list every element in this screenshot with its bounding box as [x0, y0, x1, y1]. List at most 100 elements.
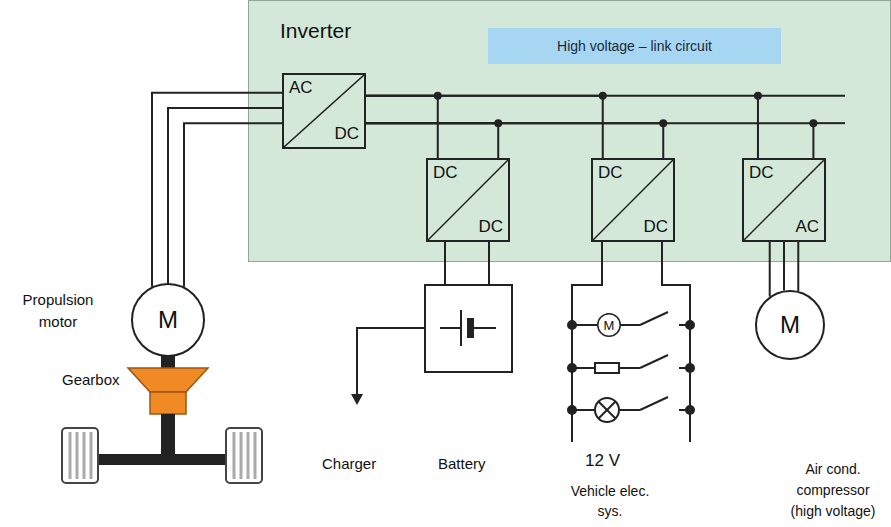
- power-wire: [769, 242, 771, 296]
- bus-line: [813, 122, 845, 124]
- component-label: Battery: [438, 455, 486, 473]
- converter-diagonal: [593, 160, 673, 240]
- label-holder: Air cond. compressor (high voltage): [779, 459, 887, 522]
- junction-dot: [568, 321, 576, 329]
- converter-label: AC: [795, 217, 819, 237]
- converter-diagonal: [284, 75, 364, 147]
- circuit-wire: [619, 367, 640, 369]
- power-wire: [366, 123, 498, 158]
- drivetrain: [62, 356, 262, 483]
- junction-dot: [568, 406, 576, 414]
- switch-symbol: [640, 397, 668, 410]
- component-label: Propulsion motor: [8, 289, 108, 333]
- motor-symbol: M: [597, 313, 621, 337]
- dc-ac-converter: DC AC: [742, 158, 826, 242]
- wheel-tread: [90, 432, 93, 479]
- panel-title: Inverter: [280, 18, 351, 43]
- wheel: [62, 428, 98, 483]
- wheel-tread: [76, 432, 79, 479]
- battery-plate: [468, 319, 473, 337]
- label-holder: Gearbox: [62, 371, 120, 389]
- wheel-tread: [83, 432, 86, 479]
- circuit-wire: [621, 324, 640, 326]
- charger-arrowhead: [351, 394, 363, 405]
- battery-housing: [425, 285, 512, 372]
- battery-group: [351, 241, 512, 405]
- junction-dot: [659, 119, 667, 127]
- component-label: Vehicle elec. sys.: [570, 481, 650, 521]
- switch-symbol: [640, 355, 668, 368]
- charger-line: [357, 328, 425, 396]
- converter-label: DC: [433, 163, 458, 183]
- component-label: Gearbox: [62, 371, 120, 389]
- power-wire: [366, 123, 663, 158]
- converter-diagonal: [744, 160, 824, 240]
- battery-wire: [444, 241, 446, 285]
- wheel-tread: [69, 432, 72, 479]
- motor-letter: M: [158, 308, 178, 332]
- power-wire: [783, 242, 785, 291]
- resistor-symbol: [595, 363, 619, 373]
- converter-label: DC: [749, 163, 774, 183]
- vehicle-circuit: [568, 241, 694, 442]
- wheel-tread: [247, 432, 250, 479]
- battery-wire: [488, 241, 490, 285]
- label-holder: Battery: [438, 455, 486, 473]
- voltage-label: 12 V: [585, 451, 620, 471]
- junction-dot: [686, 321, 694, 329]
- power-wire: [184, 123, 282, 286]
- label-holder: Charger: [322, 455, 376, 473]
- component-label: Charger: [322, 455, 376, 473]
- junction-dot: [754, 92, 762, 100]
- inverter-housing: InverterHigh voltage – link circuitACDCD…: [248, 0, 891, 262]
- gearbox-housing: [150, 392, 186, 414]
- converter-label: AC: [289, 78, 313, 98]
- circuit-wire: [619, 409, 640, 411]
- battery-plate: [460, 310, 462, 346]
- power-wire: [366, 123, 813, 158]
- wheel-tread: [233, 432, 236, 479]
- inverter-box: AC DC: [282, 73, 366, 149]
- battery-lead: [473, 327, 496, 329]
- junction-dot: [494, 119, 502, 127]
- power-wire: [366, 96, 603, 158]
- bus-line: [758, 95, 845, 97]
- motor-outline: [598, 314, 621, 337]
- wheel-tread: [254, 432, 257, 479]
- power-wire: [797, 242, 799, 291]
- junction-dot: [568, 364, 576, 372]
- gearbox-housing: [128, 368, 208, 392]
- switch-symbol: [640, 312, 668, 325]
- dc-dc-converter: DC DC: [426, 158, 510, 242]
- junction-dot: [686, 406, 694, 414]
- converter-label: DC: [643, 217, 668, 237]
- motor-symbol: M: [755, 290, 825, 360]
- link-circuit-band: High voltage – link circuit: [488, 28, 781, 64]
- converter-label: DC: [334, 124, 359, 144]
- converter-label: DC: [598, 163, 623, 183]
- converter-label: DC: [478, 217, 503, 237]
- junction-dot: [686, 364, 694, 372]
- junction-dot: [809, 119, 817, 127]
- drive-shaft: [161, 414, 175, 456]
- label-holder: Propulsion motor: [8, 289, 108, 333]
- band-label: High voltage – link circuit: [557, 38, 712, 55]
- power-wire: [366, 96, 758, 158]
- motor-letter: M: [780, 313, 800, 337]
- motor-letter: M: [604, 319, 615, 332]
- power-wire: [366, 96, 438, 158]
- lamp-symbol: [599, 402, 616, 419]
- power-wire: [168, 108, 282, 283]
- label-holder: Vehicle elec. sys.: [570, 481, 650, 521]
- component-label: Air cond. compressor (high voltage): [779, 459, 887, 522]
- junction-dot: [599, 92, 607, 100]
- lamp-symbol: [599, 402, 616, 419]
- dc-dc-converter: DC DC: [591, 158, 675, 242]
- label-holder: 12 V: [585, 451, 620, 471]
- wheel: [226, 428, 262, 483]
- motor-outline: [132, 284, 204, 356]
- axle: [96, 454, 228, 465]
